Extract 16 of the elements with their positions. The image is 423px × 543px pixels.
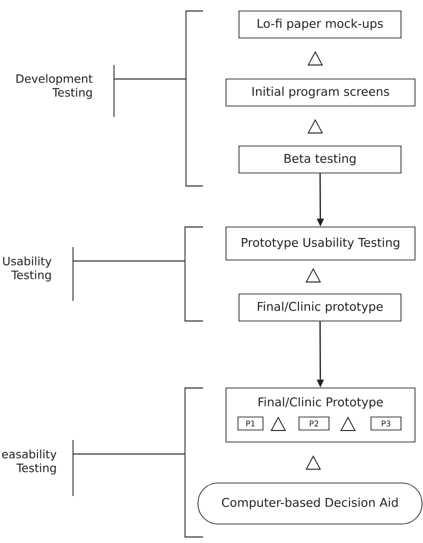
triangle-arrow xyxy=(308,119,323,134)
process-box: Beta testing xyxy=(238,146,402,174)
group-label: Development Testing xyxy=(16,74,93,99)
group-label: Usability Testing xyxy=(3,256,52,282)
process-box: Initial program screens xyxy=(226,78,416,106)
phase-box: P2 xyxy=(298,416,330,430)
triangle-arrow xyxy=(308,51,323,66)
group-label: easability Testing xyxy=(2,450,56,474)
process-box: Lo-fi paper mock-ups xyxy=(238,10,402,38)
phase-box: P3 xyxy=(370,416,402,430)
phase-box: P1 xyxy=(238,416,264,430)
triangle-arrow xyxy=(306,268,321,282)
process-box: Prototype Usability Testing xyxy=(226,226,416,260)
process-box: Final/Clinic prototype xyxy=(238,294,402,322)
triangle-arrow xyxy=(270,416,286,431)
triangle-arrow xyxy=(306,455,321,470)
